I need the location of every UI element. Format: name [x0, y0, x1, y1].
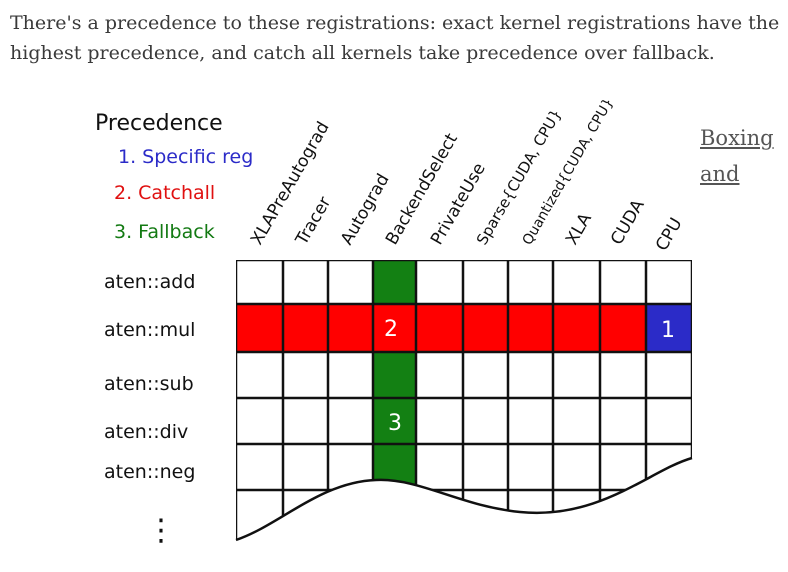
row-label-mul: aten::mul: [104, 319, 195, 341]
fallback-marker: 3: [388, 411, 402, 436]
catchall-row-fill: [236, 304, 646, 352]
specific-marker: 1: [661, 318, 675, 343]
legend-item-fallback: 3. Fallback: [114, 221, 215, 243]
column-headers: XLAPreAutograd Tracer Autograd BackendSe…: [247, 95, 687, 254]
boxing-link[interactable]: Boxing and: [700, 120, 774, 192]
row-label-div: aten::div: [104, 421, 188, 443]
column-header-cpu: CPU: [652, 215, 687, 255]
row-label-add: aten::add: [104, 271, 195, 293]
legend-item-specific: 1. Specific reg: [118, 146, 253, 168]
legend-item-catchall: 2. Catchall: [114, 182, 215, 204]
grid-wavy-edge: [235, 456, 693, 542]
grid-lines: [236, 260, 692, 540]
explanation-paragraph: There's a precedence to these registrati…: [10, 12, 780, 64]
column-header-xla: XLA: [562, 209, 596, 248]
boxing-link-line2: and: [700, 162, 740, 186]
column-header-xlapreautograd: XLAPreAutograd: [247, 118, 334, 248]
legend-title: Precedence: [95, 111, 223, 136]
catchall-marker: 2: [384, 317, 398, 342]
row-label-sub: aten::sub: [104, 373, 194, 395]
more-rows-ellipsis: ⋮: [146, 513, 176, 548]
specific-cell-fill: [646, 304, 692, 352]
column-header-cuda: CUDA: [607, 196, 649, 249]
column-header-quantized: Quantized{CUDA, CPU}: [520, 95, 617, 248]
row-label-neg: aten::neg: [104, 461, 195, 483]
boxing-link-line1: Boxing: [700, 126, 774, 150]
row-labels: aten::add aten::mul aten::sub aten::div …: [104, 271, 195, 548]
column-header-tracer: Tracer: [292, 193, 336, 249]
column-header-sparse: Sparse{CUDA, CPU}: [473, 106, 565, 248]
